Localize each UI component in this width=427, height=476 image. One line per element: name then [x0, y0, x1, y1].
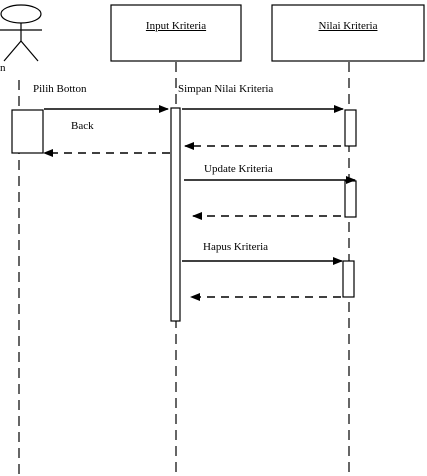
- object-title-input-kriteria: Input Kriteria: [145, 20, 207, 32]
- label-update-kriteria: Update Kriteria: [204, 163, 273, 175]
- actor-figure: [0, 4, 42, 62]
- label-pilih-botton: Pilih Botton: [33, 83, 87, 95]
- activation-nilai-hapus: [342, 260, 355, 298]
- activation-actor: [11, 109, 44, 154]
- actor-right-leg: [20, 40, 39, 62]
- label-back: Back: [71, 120, 94, 132]
- object-box-input-kriteria: [110, 4, 242, 62]
- object-title-nilai-kriteria: Nilai Kriteria: [318, 20, 378, 32]
- actor-label: n: [0, 62, 6, 74]
- object-box-nilai-kriteria: [271, 4, 425, 62]
- label-hapus-kriteria: Hapus Kriteria: [203, 241, 269, 253]
- actor-left-leg: [3, 40, 22, 62]
- label-simpan-nilai-kriteria: Simpan Nilai Kriteria: [178, 83, 274, 95]
- actor-head: [0, 4, 42, 24]
- activation-nilai-simpan: [344, 109, 357, 147]
- activation-nilai-update: [344, 180, 357, 218]
- activation-input-kriteria: [170, 107, 181, 322]
